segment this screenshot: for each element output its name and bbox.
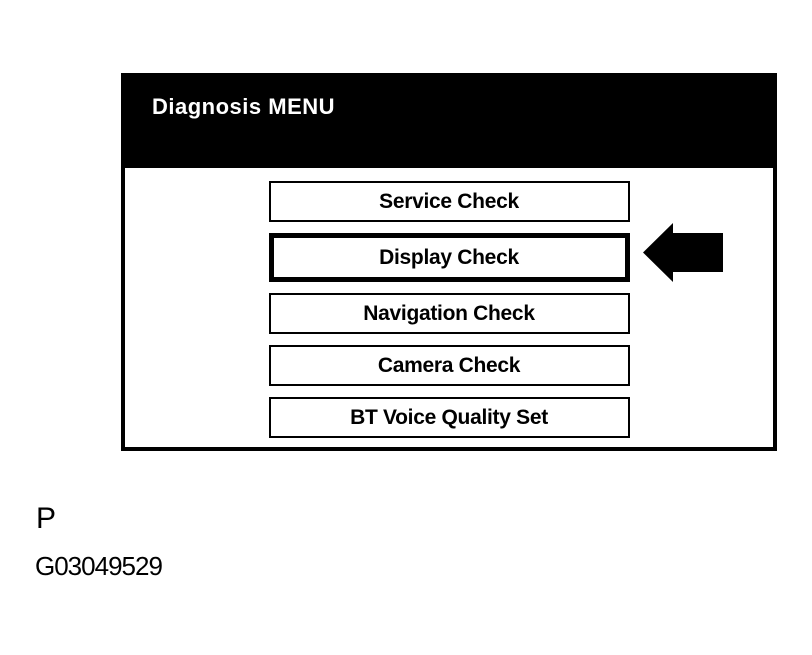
menu-list: Service Check Display Check Navigation C… bbox=[125, 168, 773, 438]
figure-id: G03049529 bbox=[35, 551, 163, 581]
page-label: P bbox=[36, 502, 57, 535]
menu-item-camera-check[interactable]: Camera Check bbox=[268, 345, 630, 386]
menu-item-bt-voice-quality-set[interactable]: BT Voice Quality Set bbox=[268, 397, 630, 438]
menu-item-label: Camera Check bbox=[377, 353, 521, 377]
menu-item-label: Service Check bbox=[379, 189, 519, 213]
menu-item-service-check[interactable]: Service Check bbox=[268, 181, 630, 222]
left-arrow-icon bbox=[643, 223, 723, 282]
menu-item-label: Display Check bbox=[379, 245, 519, 269]
menu-item-display-check[interactable]: Display Check bbox=[268, 233, 630, 282]
panel-title: Diagnosis MENU bbox=[152, 94, 336, 119]
menu-item-navigation-check[interactable]: Navigation Check bbox=[268, 293, 630, 334]
menu-item-label: BT Voice Quality Set bbox=[350, 405, 548, 429]
panel-header: Diagnosis MENU bbox=[125, 77, 773, 168]
menu-item-label: Navigation Check bbox=[363, 301, 535, 325]
